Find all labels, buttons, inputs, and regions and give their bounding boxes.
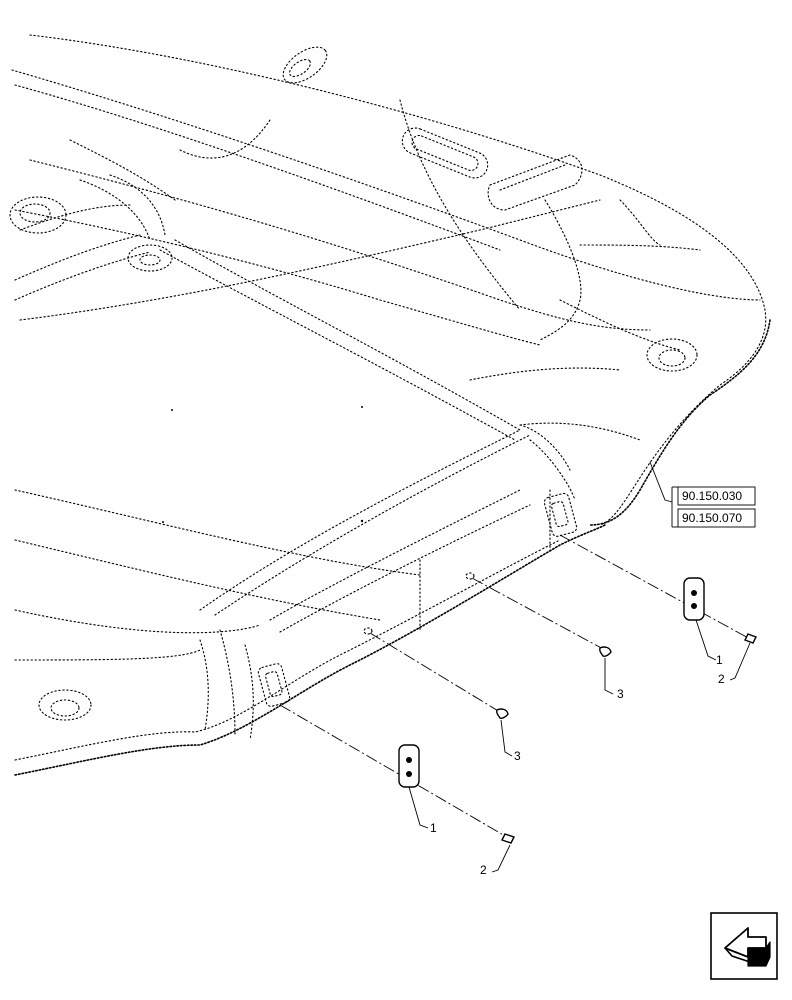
part-1-plate-upper bbox=[683, 577, 705, 621]
roof-dome-vent bbox=[9, 196, 67, 234]
part-2-screw-upper bbox=[744, 633, 757, 644]
callout-3-left: 3 bbox=[514, 749, 521, 763]
navigate-arrow-icon[interactable] bbox=[710, 912, 778, 980]
roof-mount-boss-2 bbox=[487, 154, 583, 211]
reference-boxes: 90.150.030 90.150.070 bbox=[671, 486, 756, 528]
callout-2-lower: 2 bbox=[480, 863, 487, 877]
reference-link-90-150-030[interactable]: 90.150.030 bbox=[677, 486, 756, 506]
assembly-center-lines bbox=[279, 534, 753, 841]
part-2-screw-lower bbox=[501, 833, 515, 844]
reference-90-150-070[interactable]: 90.150.070 bbox=[682, 511, 742, 525]
wall-bracket-right bbox=[543, 492, 578, 537]
callout-1-upper: 1 bbox=[716, 653, 723, 667]
roof-mount-boss-1 bbox=[282, 46, 328, 84]
part-1-plate-lower bbox=[398, 744, 420, 788]
part-3-clip-left bbox=[496, 708, 509, 719]
callout-2-upper: 2 bbox=[718, 672, 725, 686]
callout-3-right: 3 bbox=[617, 687, 624, 701]
roof-mount-boss-5 bbox=[38, 689, 92, 721]
leader-lines bbox=[408, 461, 751, 873]
reference-90-150-030[interactable]: 90.150.030 bbox=[682, 489, 742, 503]
roof-mount-boss-4 bbox=[127, 244, 173, 272]
roof-slot bbox=[401, 127, 489, 179]
wall-bracket-left bbox=[257, 663, 291, 707]
roof-panel bbox=[11, 34, 771, 776]
part-3-clip-right bbox=[599, 646, 612, 657]
hole-marks bbox=[162, 406, 475, 635]
callout-1-lower: 1 bbox=[430, 821, 437, 835]
reference-link-90-150-070[interactable]: 90.150.070 bbox=[677, 508, 756, 528]
callouts: 1 2 3 3 1 2 bbox=[430, 653, 725, 877]
roof-mount-boss-3 bbox=[646, 338, 698, 372]
